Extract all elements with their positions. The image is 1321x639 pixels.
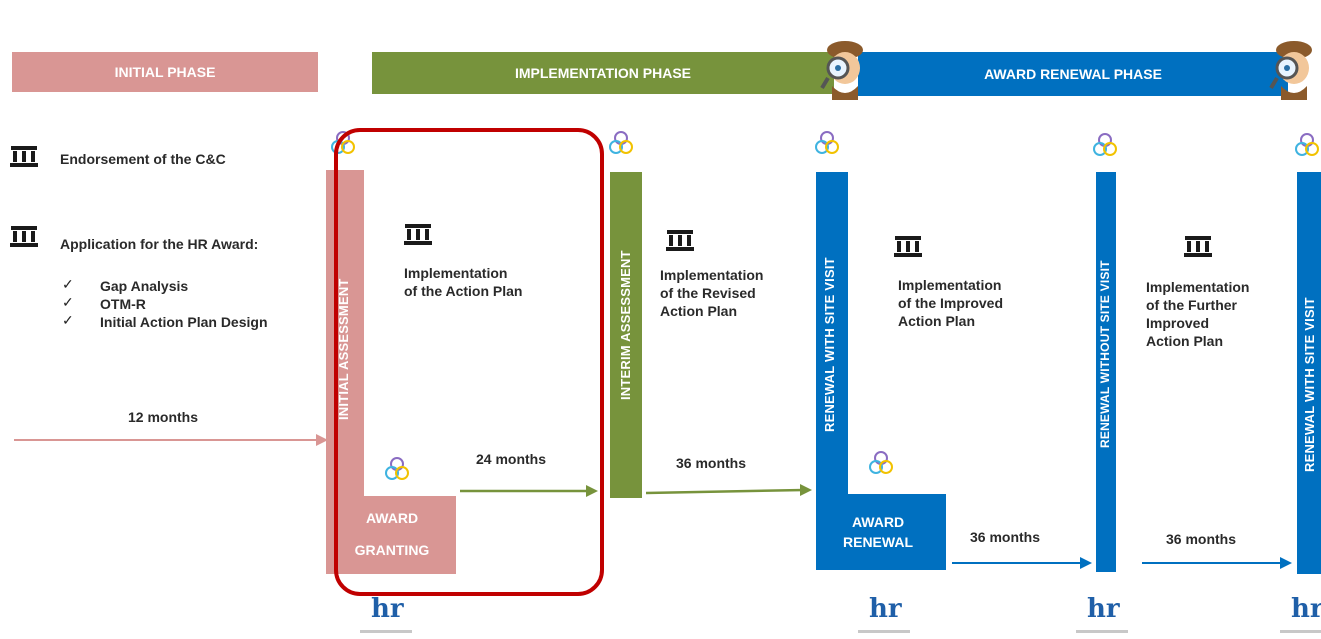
renewal-phase-label: AWARD RENEWAL PHASE bbox=[984, 66, 1162, 82]
step-line: Action Plan bbox=[898, 313, 976, 329]
hr-logo-text: hr bbox=[1291, 594, 1321, 624]
renewal-label-line2: RENEWAL bbox=[843, 534, 913, 550]
step-line: of the Revised bbox=[660, 285, 756, 301]
hr-award-logo: hr bbox=[1280, 594, 1321, 636]
award-granting-label: AWARD GRANTING bbox=[332, 508, 452, 560]
step-line: Implementation bbox=[404, 265, 508, 281]
step-line: of the Action Plan bbox=[404, 283, 523, 299]
initial-phase-banner: INITIAL PHASE bbox=[12, 52, 318, 92]
granting-label-line2: GRANTING bbox=[354, 542, 430, 558]
institution-icon bbox=[894, 236, 922, 257]
checklist-item: Gap Analysis bbox=[100, 278, 189, 294]
arrow-36-months-1 bbox=[646, 484, 812, 496]
renewal-without-visit-label: RENEWAL WITHOUT SITE VISIT bbox=[1098, 260, 1112, 448]
implementation-phase-banner: IMPLEMENTATION PHASE bbox=[372, 52, 834, 94]
checklist-item: OTM-R bbox=[100, 296, 146, 312]
interim-assessment-label: INTERIM ASSESSMENT bbox=[618, 250, 633, 400]
institution-icon bbox=[10, 226, 38, 247]
duration-36-months-2: 36 months bbox=[970, 529, 1041, 545]
duration-36-months-3: 36 months bbox=[1166, 531, 1237, 547]
step-line: Implementation bbox=[660, 267, 764, 283]
further-plan-step: Implementation of the Further Improved A… bbox=[1146, 278, 1249, 350]
detective-mascot-icon bbox=[1269, 41, 1312, 100]
step-line: Action Plan bbox=[660, 303, 738, 319]
duration-24-months: 24 months bbox=[476, 451, 547, 467]
rings-logo-icon bbox=[869, 451, 893, 474]
award-label-line1: AWARD bbox=[365, 510, 419, 526]
hr-logo-text: hr bbox=[371, 594, 404, 624]
award-granting-box bbox=[326, 496, 456, 574]
step-line: of the Further bbox=[1146, 297, 1237, 313]
application-text: Application for the HR Award: bbox=[60, 236, 259, 252]
step-line: Implementation bbox=[898, 277, 1002, 293]
rings-logo-icon bbox=[1093, 133, 1117, 156]
renewal-site-visit-label-1: RENEWAL WITH SITE VISIT bbox=[822, 257, 837, 432]
checklist-item: Initial Action Plan Design bbox=[100, 314, 268, 330]
check-icon: ✓ bbox=[62, 294, 74, 310]
rings-logo-icon bbox=[815, 131, 839, 154]
institution-icon bbox=[404, 224, 432, 245]
highlight-frame bbox=[334, 128, 604, 596]
revised-plan-step: Implementation of the Revised Action Pla… bbox=[660, 266, 763, 320]
hr-logo-text: hr bbox=[1087, 594, 1120, 624]
hr-award-logo: hr bbox=[360, 594, 412, 636]
rings-logo-icon bbox=[609, 131, 633, 154]
arrow-36-months-3 bbox=[1142, 557, 1292, 569]
rings-logo-icon bbox=[385, 457, 409, 480]
duration-36-months-1: 36 months bbox=[676, 455, 747, 471]
award-renewal-box bbox=[816, 494, 946, 570]
arrow-12-months bbox=[14, 434, 328, 446]
initial-phase-label: INITIAL PHASE bbox=[114, 64, 216, 80]
check-icon: ✓ bbox=[62, 276, 74, 292]
improved-plan-step: Implementation of the Improved Action Pl… bbox=[898, 276, 1003, 330]
arrow-36-months-2 bbox=[952, 557, 1092, 569]
renewal-phase-banner: AWARD RENEWAL PHASE bbox=[858, 52, 1288, 96]
step-line: of the Improved bbox=[898, 295, 1004, 311]
hr-award-logo: hr bbox=[858, 594, 910, 636]
institution-icon bbox=[1184, 236, 1212, 257]
step-line: Improved bbox=[1146, 315, 1210, 331]
implementation-phase-label: IMPLEMENTATION PHASE bbox=[514, 65, 692, 81]
action-plan-step: Implementation of the Action Plan bbox=[404, 264, 522, 300]
renewal-without-visit-bar bbox=[1096, 172, 1116, 572]
hr-logo-text: hr bbox=[869, 594, 902, 624]
rings-logo-icon bbox=[1295, 133, 1319, 156]
hr-award-logo: hr bbox=[1076, 594, 1128, 636]
duration-12-months: 12 months bbox=[128, 409, 199, 425]
institution-icon bbox=[666, 230, 694, 251]
step-line: Implementation bbox=[1146, 279, 1250, 295]
interim-assessment-bar bbox=[610, 172, 642, 498]
institution-icon bbox=[10, 146, 38, 167]
arrow-24-months bbox=[460, 485, 598, 497]
step-line: Action Plan bbox=[1146, 333, 1224, 349]
detective-mascot-icon bbox=[820, 41, 863, 100]
award-renewal-label: AWARD RENEWAL bbox=[828, 512, 928, 552]
check-icon: ✓ bbox=[62, 312, 74, 328]
award-label-line1: AWARD bbox=[851, 514, 905, 530]
renewal-site-visit-label-2: RENEWAL WITH SITE VISIT bbox=[1302, 297, 1317, 472]
endorsement-text: Endorsement of the C&C bbox=[60, 151, 226, 167]
renewal-site-visit-bar-2 bbox=[1297, 172, 1321, 574]
